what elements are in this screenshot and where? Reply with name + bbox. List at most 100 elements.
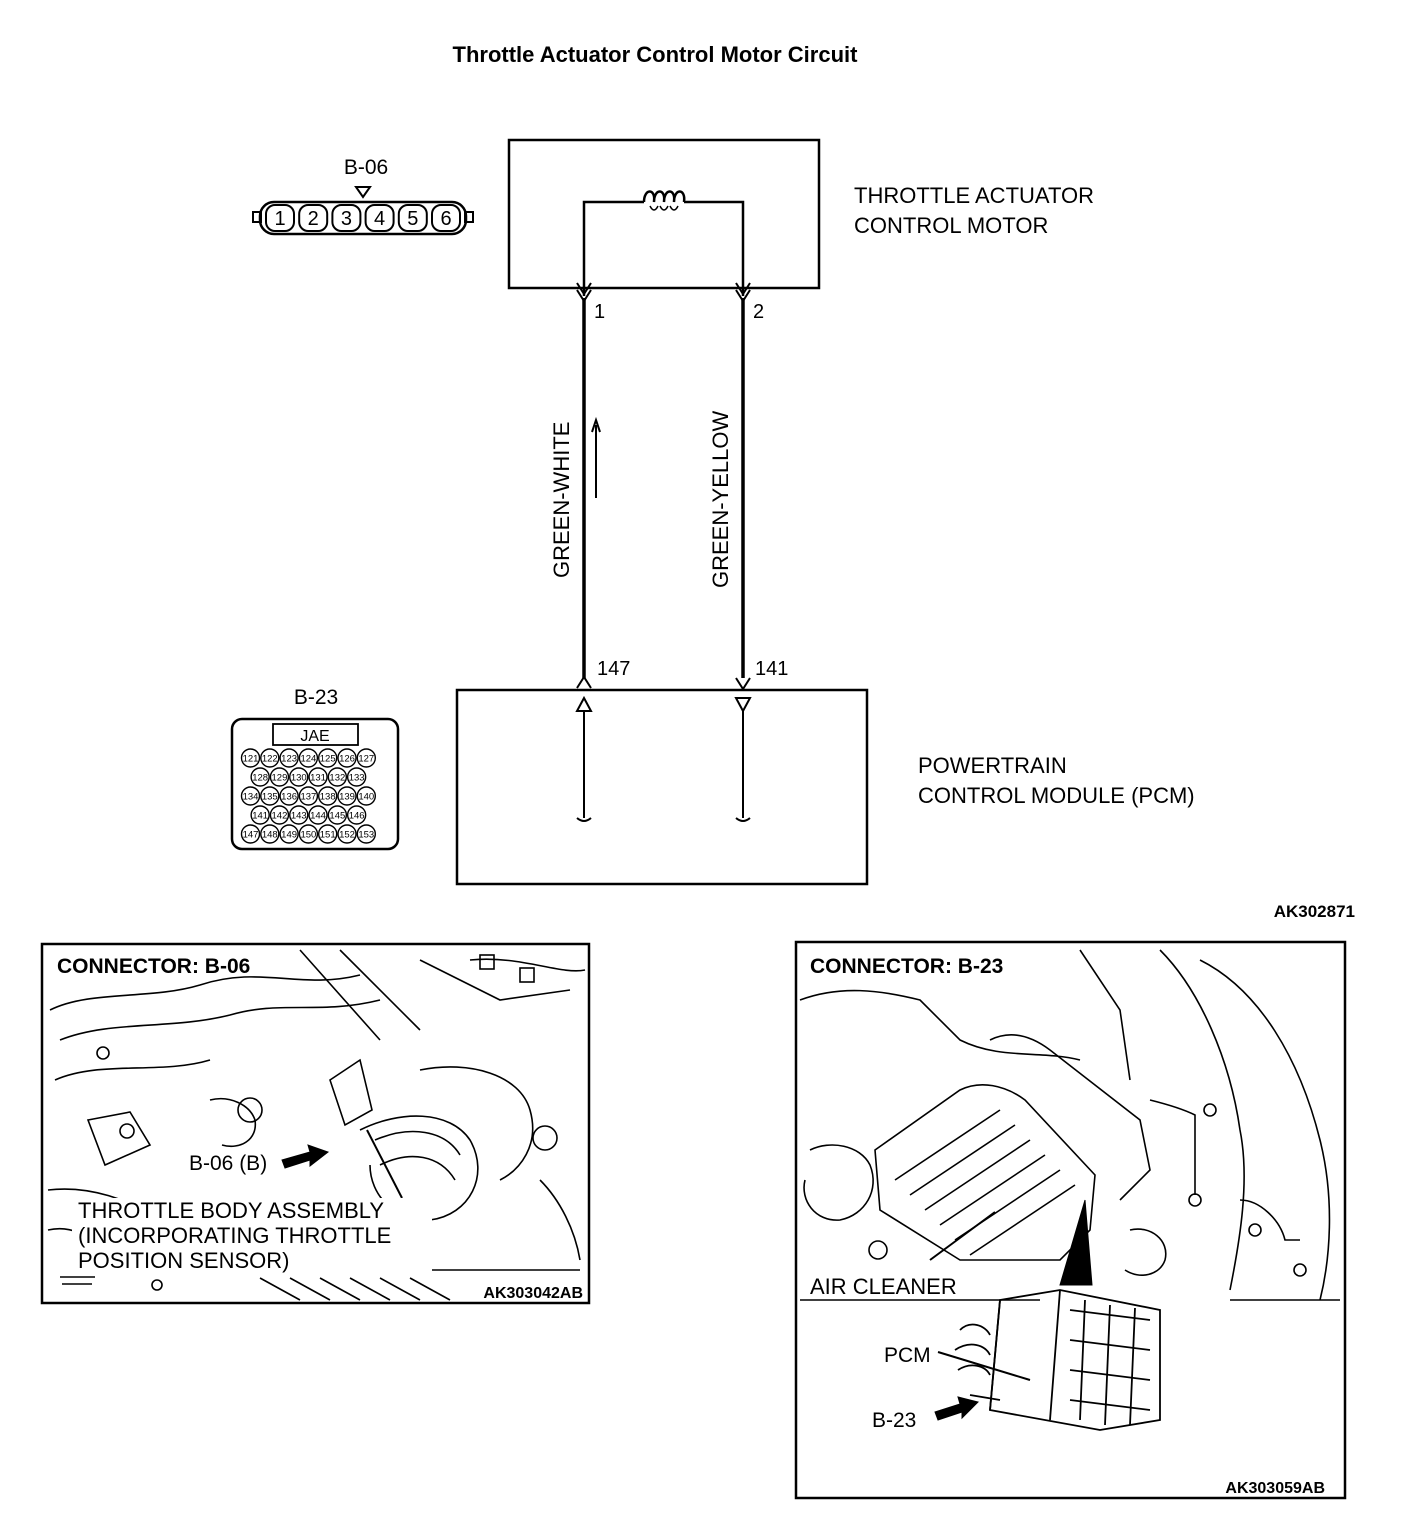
- svg-text:153: 153: [358, 830, 374, 841]
- svg-text:129: 129: [272, 773, 288, 784]
- motor-box: [507, 138, 821, 290]
- svg-text:135: 135: [262, 792, 278, 803]
- motor-label-line1: THROTTLE ACTUATOR: [854, 183, 1094, 208]
- svg-text:126: 126: [339, 754, 355, 765]
- connector-b23-name: B-23: [294, 686, 338, 709]
- panel-b06-callout: B-06 (B): [189, 1152, 267, 1175]
- svg-text:123: 123: [281, 754, 297, 765]
- svg-text:140: 140: [358, 792, 374, 803]
- svg-text:148: 148: [262, 830, 278, 841]
- connector-b23-pin: 144: [308, 805, 328, 825]
- connector-b23-pin: 124: [298, 748, 319, 768]
- connector-b23-pin: 127: [356, 748, 376, 768]
- svg-text:121: 121: [243, 754, 259, 765]
- panel-b06-figure-id: AK303042AB: [483, 1285, 583, 1302]
- pcm-pin-141: 141: [755, 658, 788, 680]
- connector-b23-pin: 122: [260, 748, 280, 768]
- connector-b23-pin: 130: [289, 767, 309, 787]
- wire-label-right: GREEN-YELLOW: [708, 411, 733, 588]
- svg-text:1: 1: [274, 208, 285, 230]
- connector-b06-pin: 1: [265, 204, 295, 232]
- svg-text:141: 141: [252, 811, 268, 822]
- svg-text:3: 3: [341, 208, 352, 230]
- svg-text:137: 137: [300, 792, 316, 803]
- svg-text:131: 131: [310, 773, 326, 784]
- svg-text:130: 130: [291, 773, 307, 784]
- connector-b23-pin: 134: [240, 786, 261, 806]
- svg-text:132: 132: [329, 773, 345, 784]
- svg-text:149: 149: [281, 830, 297, 841]
- svg-text:134: 134: [243, 792, 259, 803]
- connector-b23-pin: 141: [250, 805, 270, 825]
- connector-b06-pin: 5: [397, 204, 428, 232]
- svg-text:138: 138: [320, 792, 336, 803]
- svg-text:6: 6: [440, 208, 451, 230]
- panel-b06-header: CONNECTOR: B-06: [57, 955, 250, 978]
- pcm-box: [455, 688, 869, 886]
- connector-b23-pin: 131: [308, 767, 328, 787]
- pcm-pin-147: 147: [597, 658, 630, 680]
- svg-text:2: 2: [308, 208, 319, 230]
- connector-b06-pin: 4: [364, 204, 395, 232]
- connector-b23-pin: 146: [346, 805, 367, 825]
- connector-b23-pin: 151: [318, 824, 338, 844]
- svg-text:128: 128: [252, 773, 268, 784]
- svg-text:136: 136: [281, 792, 297, 803]
- connector-b23-pin: 138: [318, 786, 338, 806]
- svg-text:144: 144: [310, 811, 326, 822]
- connector-b23-pin: 152: [337, 824, 357, 844]
- svg-text:151: 151: [320, 830, 336, 841]
- connector-b23-pin: 145: [327, 805, 348, 825]
- pcm-module-illustration: [954, 1289, 1161, 1431]
- panel-b23-label-pcm: PCM: [884, 1344, 931, 1367]
- connector-b23-pin: 137: [298, 786, 319, 806]
- connector-b23-maker: JAE: [300, 728, 329, 745]
- connector-b06-pin: 2: [298, 204, 329, 232]
- connector-b23-pin: 129: [269, 767, 290, 787]
- svg-text:147: 147: [243, 830, 259, 841]
- svg-text:152: 152: [339, 830, 355, 841]
- connector-b23-pin: 140: [356, 786, 376, 806]
- svg-text:142: 142: [272, 811, 288, 822]
- connector-b23-pin: 143: [289, 805, 309, 825]
- svg-text:5: 5: [407, 208, 418, 230]
- panel-b23-label-air-cleaner: AIR CLEANER: [810, 1274, 957, 1299]
- connector-b06-name: B-06: [344, 156, 388, 179]
- motor-coil-circuit: [582, 190, 745, 296]
- panel-b06-location: CONNECTOR: B-06 B-06 (B) THROTTLE BODY A…: [40, 942, 591, 1305]
- pcm-terminals: [575, 675, 752, 822]
- figure-id-main: AK302871: [1274, 902, 1355, 921]
- panel-b06-caption-1: THROTTLE BODY ASSEMBLY: [78, 1198, 384, 1223]
- diagram-title: Throttle Actuator Control Motor Circuit: [453, 42, 859, 67]
- svg-text:133: 133: [349, 773, 365, 784]
- connector-b23-pin: 126: [337, 748, 357, 768]
- connector-b23-pin: 128: [250, 767, 270, 787]
- connector-b23-pin: 125: [318, 748, 338, 768]
- motor-pin-1: 1: [594, 301, 605, 323]
- connector-b23-pin: 123: [279, 748, 299, 768]
- pcm-label-line1: POWERTRAIN: [918, 753, 1067, 778]
- panel-b23-location: CONNECTOR: B-23 PCM AIR CLEANER B-23 AK3…: [794, 940, 1347, 1500]
- connector-b23-pin: 148: [260, 824, 280, 844]
- connector-b06-pin: 3: [331, 204, 362, 232]
- svg-text:125: 125: [320, 754, 336, 765]
- svg-text:150: 150: [300, 830, 316, 841]
- wire-label-left: GREEN-WHITE: [549, 422, 574, 578]
- connector-b06-pin: 6: [431, 204, 461, 232]
- connector-b23-pin: 149: [279, 824, 299, 844]
- svg-text:145: 145: [329, 811, 345, 822]
- svg-text:139: 139: [339, 792, 355, 803]
- engine-illustration-left: [47, 949, 586, 1301]
- svg-text:127: 127: [358, 754, 374, 765]
- svg-text:122: 122: [262, 754, 278, 765]
- pcm-label-line2: CONTROL MODULE (PCM): [918, 783, 1195, 808]
- svg-text:124: 124: [300, 754, 316, 765]
- connector-b23-pin: 136: [279, 786, 299, 806]
- panel-b23-header: CONNECTOR: B-23: [810, 955, 1003, 978]
- panel-b06-caption-2: (INCORPORATING THROTTLE: [78, 1223, 391, 1248]
